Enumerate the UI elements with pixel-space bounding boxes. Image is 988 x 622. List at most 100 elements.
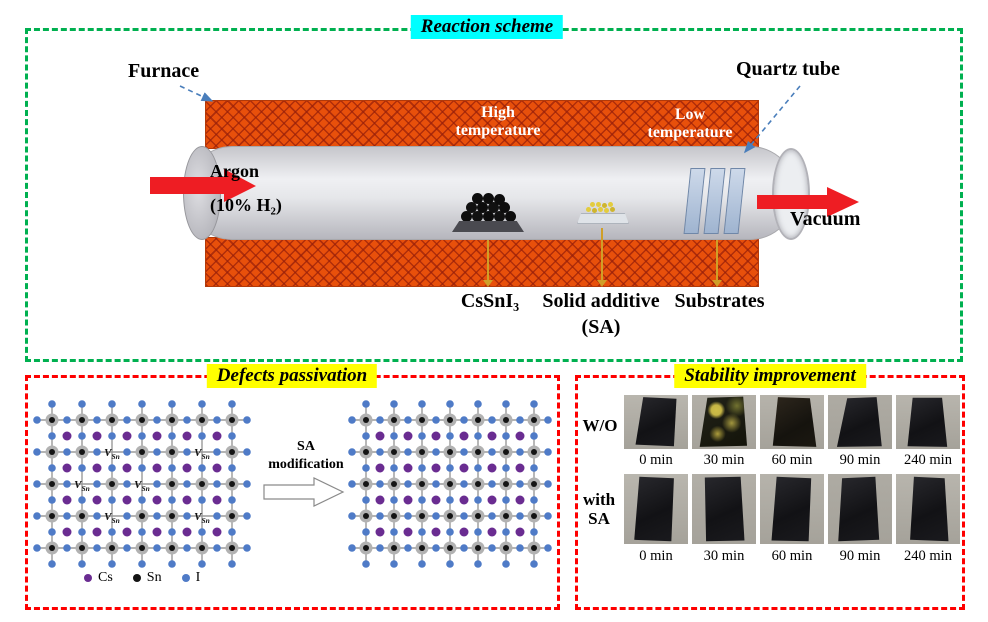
i-atom (362, 432, 370, 440)
i-atom (78, 464, 86, 472)
i-atom (78, 400, 86, 408)
legend-label-cs: Cs (98, 570, 113, 585)
i-atom (488, 416, 496, 424)
low-temp-line1: Low (674, 106, 706, 123)
i-atom (123, 512, 131, 520)
sn-atom (79, 417, 85, 423)
i-atom (544, 512, 552, 520)
i-atom (63, 416, 71, 424)
i-atom (198, 400, 206, 408)
cs-atom (212, 431, 222, 441)
i-atom (376, 416, 384, 424)
i-atom (348, 544, 356, 552)
sn-atom (199, 545, 205, 551)
cs-atom (152, 431, 162, 441)
sn-atom (49, 545, 55, 551)
low-temp-line2: temperature (647, 124, 733, 141)
sn-atom (531, 513, 537, 519)
i-atom (153, 480, 161, 488)
i-atom (530, 400, 538, 408)
i-atom (108, 432, 116, 440)
sample-photo (760, 395, 824, 449)
sample-photo (828, 474, 892, 544)
i-atom (243, 448, 251, 456)
i-atom (376, 480, 384, 488)
i-atom (108, 496, 116, 504)
sn-atom (169, 513, 175, 519)
substrates-pointer-arrow (712, 240, 722, 287)
sn-atom (531, 545, 537, 551)
i-atom (432, 480, 440, 488)
time-label: 30 min (703, 452, 745, 468)
cs-atom (92, 463, 102, 473)
cs-atom (182, 431, 192, 441)
cs-atom (122, 527, 132, 537)
cs-atom (62, 495, 72, 505)
i-atom (432, 512, 440, 520)
sn-atom (475, 449, 481, 455)
i-atom (198, 432, 206, 440)
reaction-scheme-title: Reaction scheme (410, 15, 564, 39)
sample-photo (760, 474, 824, 544)
cs-atom (487, 463, 497, 473)
sn-atom (475, 417, 481, 423)
i-atom (446, 496, 454, 504)
i-atom (168, 400, 176, 408)
sn-atom (49, 513, 55, 519)
cs-atom (431, 495, 441, 505)
solid-additive-line2: (SA) (581, 316, 621, 338)
i-atom (488, 448, 496, 456)
cssni3-pointer-arrow (483, 240, 493, 287)
sn-atom (391, 449, 397, 455)
i-atom (362, 496, 370, 504)
i-atom (213, 512, 221, 520)
i-atom (63, 448, 71, 456)
perovskite-sample (704, 476, 745, 542)
sn-atom (531, 417, 537, 423)
sn-atom (229, 449, 235, 455)
i-atom (198, 560, 206, 568)
i-atom (376, 512, 384, 520)
i-atom (228, 528, 236, 536)
i-atom (228, 496, 236, 504)
sn-atom (229, 545, 235, 551)
sn-atom (79, 513, 85, 519)
legend-item-i: I (181, 570, 200, 586)
furnace-bottom-block (205, 237, 759, 287)
i-atom-dot (181, 574, 190, 582)
sn-atom (363, 545, 369, 551)
time-label: 240 min (904, 548, 952, 564)
i-atom (93, 544, 101, 552)
cssni3-boat (452, 221, 524, 232)
i-atom (516, 448, 524, 456)
i-atom (33, 480, 41, 488)
low-temperature-label: Low temperature (629, 106, 751, 142)
with-sa-line1: with (582, 490, 616, 509)
sn-atom (49, 417, 55, 423)
sn-atom (139, 513, 145, 519)
perovskite-sample (910, 476, 949, 542)
i-atom (460, 416, 468, 424)
i-atom (168, 528, 176, 536)
cs-atom (403, 463, 413, 473)
sa-modification-label: SA modification (250, 438, 362, 474)
argon-line1: Argon (210, 161, 259, 181)
cs-atom (122, 431, 132, 441)
i-atom (390, 496, 398, 504)
i-atom (362, 400, 370, 408)
i-atom (48, 400, 56, 408)
cs-atom (515, 495, 525, 505)
i-atom (63, 480, 71, 488)
i-atom (376, 544, 384, 552)
i-atom (168, 496, 176, 504)
cssni3-label: CsSnI₃ (460, 290, 520, 312)
i-atom (198, 496, 206, 504)
i-atom (138, 560, 146, 568)
sn-atom (503, 481, 509, 487)
sn-atom (447, 417, 453, 423)
cs-atom (122, 495, 132, 505)
i-atom (78, 432, 86, 440)
i-atom (213, 544, 221, 552)
